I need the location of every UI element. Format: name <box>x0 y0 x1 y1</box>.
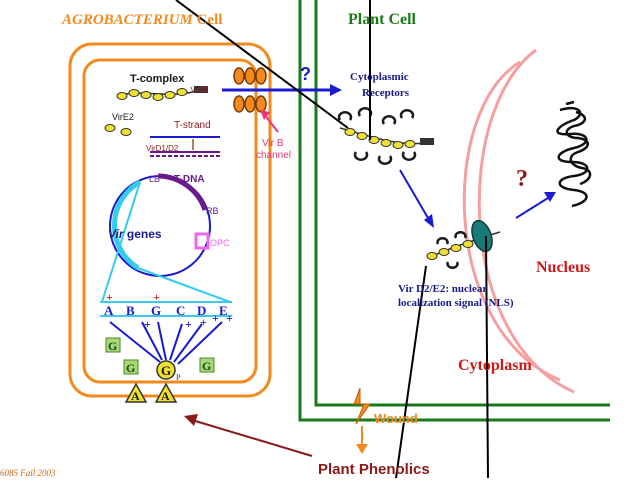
vir-genes-label: Vir genes <box>108 227 162 241</box>
plus-mark: + <box>185 317 192 331</box>
transfer-question-mark: ? <box>300 64 311 84</box>
g-letter: G <box>126 361 135 375</box>
vire2-label: VirE2 <box>112 112 134 122</box>
import-arrow-head <box>424 214 434 228</box>
lb-label: LB <box>149 174 160 184</box>
t-complex-chain <box>116 86 208 101</box>
plus-mark: + <box>144 317 151 331</box>
cytoplasmic-receptors-label-1: Cytoplasmic <box>350 71 409 83</box>
gene-label: E <box>219 303 228 318</box>
virb-pointer-head <box>260 110 270 120</box>
nucleus-arrow-head <box>544 192 556 202</box>
agrobacterium-inner-membrane <box>82 58 258 384</box>
import-arrow <box>399 169 429 219</box>
agrobacterium-title: AGROBACTERIUM Cell <box>61 12 222 28</box>
phospho-p: P <box>176 373 181 382</box>
plus-mark: + <box>200 315 207 329</box>
t-strand-label: T-strand <box>174 120 211 131</box>
wound-label: Wound <box>374 411 418 426</box>
wound-arrow-head <box>356 444 368 454</box>
a-letter: A <box>131 389 140 403</box>
gene-label: G <box>151 303 161 318</box>
virb-pointer <box>263 113 279 133</box>
virg-letter: G <box>161 363 171 378</box>
nucleus-question-mark: ? <box>516 166 528 192</box>
wound-icon <box>353 387 371 425</box>
plant-cell-title: Plant Cell <box>348 11 417 28</box>
plus-mark: + <box>153 290 160 304</box>
agrobacterium-title-italic: AGROBACTERIUM <box>61 12 194 28</box>
opc-label: OPC <box>210 238 230 248</box>
plus-mark: + <box>212 311 219 325</box>
vird1d2-label: VirD1/D2 <box>146 144 179 153</box>
vir-region-arc <box>112 179 142 271</box>
virA-triangles: A A <box>124 382 178 403</box>
nucleus-arrow <box>515 197 549 219</box>
plus-marks: + + + + + + + <box>106 290 233 331</box>
cytoplasm-label: Cytoplasm <box>458 357 532 374</box>
a-letter: A <box>161 389 170 403</box>
plus-mark: + <box>226 311 233 325</box>
genes-word: genes <box>124 227 162 241</box>
nuclear-import-chain <box>426 231 501 269</box>
activation-arrows <box>109 321 223 365</box>
virb-label-1: Vir B <box>262 138 284 149</box>
t-complex-label: T-complex <box>130 73 185 85</box>
tdna-arc <box>157 173 208 211</box>
nuclear-pore <box>471 219 493 253</box>
nls-label-2: localization signal (NLS) <box>398 297 514 309</box>
vir-italic: Vir <box>108 227 125 241</box>
plant-cell-wall <box>298 0 610 422</box>
gene-label: B <box>126 303 135 318</box>
footer-text: 6085 Fall 2003 <box>0 468 56 478</box>
phenolics-arrow-head <box>184 414 198 426</box>
g-letter: G <box>108 339 117 353</box>
gene-label: C <box>176 303 185 318</box>
gene-label: D <box>197 303 206 318</box>
vir-gene-funnel <box>100 181 232 317</box>
vird2-label: VirD2 <box>190 86 208 94</box>
g-letter: G <box>202 359 211 373</box>
vire2-proteins <box>104 124 132 136</box>
agrobacterium-title-cell: Cell <box>193 12 223 28</box>
opc-box <box>194 232 210 250</box>
transfer-arrow-head <box>330 84 342 96</box>
plus-mark: + <box>106 290 113 304</box>
rb-label: RB <box>206 206 219 216</box>
virb-channel <box>233 67 267 113</box>
virg-circle <box>156 360 176 380</box>
gene-label: A <box>104 303 114 318</box>
vira-boxes: G G G <box>105 337 215 375</box>
receptor-complex <box>337 107 434 165</box>
tdna-label: T-DNA <box>174 174 205 185</box>
phenolics-arrow <box>191 419 313 457</box>
cytoplasmic-receptors-label-2: Receptors <box>362 87 410 99</box>
virb-label-2: channel <box>256 150 291 161</box>
overlay-lines <box>175 0 489 479</box>
vir-gene-labels: A B G C D E <box>104 303 228 318</box>
chromatin-icon <box>556 100 592 208</box>
plant-phenolics-label: Plant Phenolics <box>318 461 430 478</box>
nucleus-label: Nucleus <box>536 259 590 276</box>
nls-label-1: Vir D2/E2: nuclear <box>398 283 487 295</box>
